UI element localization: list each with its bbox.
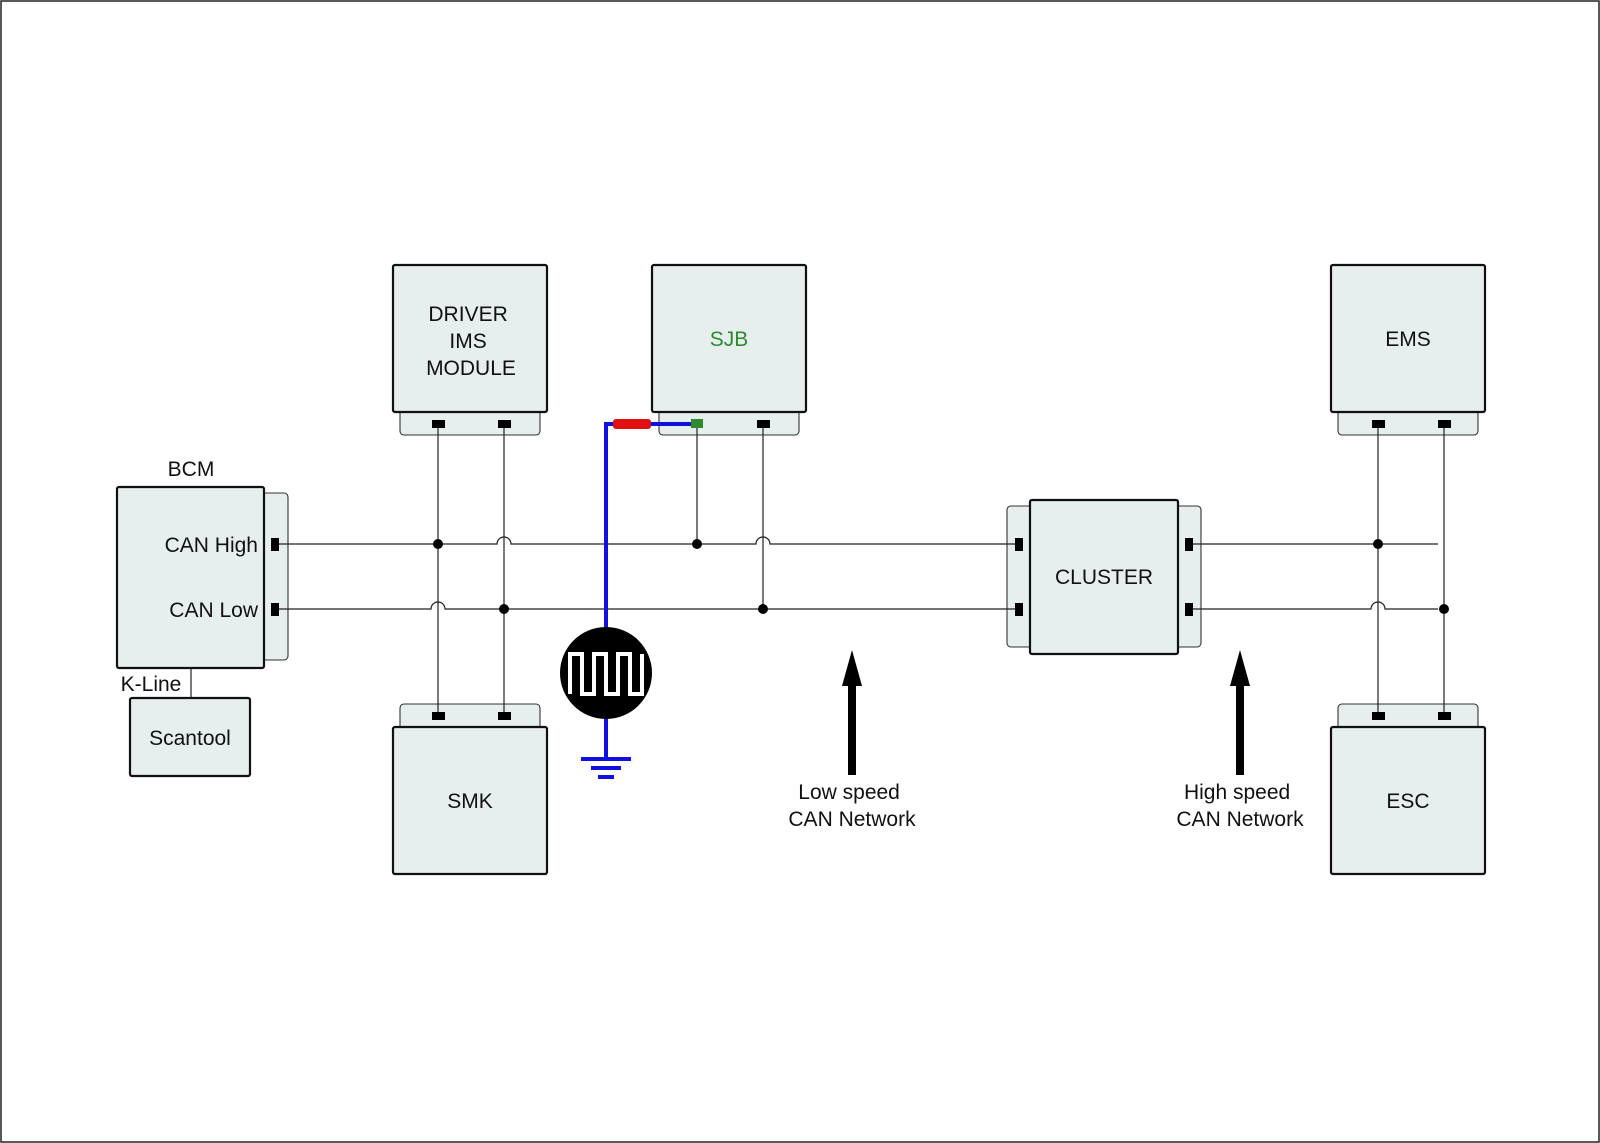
driver-ims-module: [391, 263, 549, 414]
junction-dot: [1439, 604, 1449, 614]
low-speed-line: CAN Network: [788, 808, 916, 831]
high-speed-line: High speed: [1184, 781, 1290, 804]
bcm-can-high-label: CAN High: [165, 534, 258, 557]
connector-pin: [432, 712, 445, 720]
bcm-can-low-label: CAN Low: [169, 599, 259, 622]
can-high-wire-left: [276, 536, 1020, 545]
scope-probe: [560, 419, 703, 779]
smk-label: SMK: [447, 790, 493, 813]
connector-pin: [432, 420, 445, 428]
connector-pin: [1438, 420, 1451, 428]
junction-dot: [499, 604, 509, 614]
square-wave-icon: [560, 627, 652, 719]
sjb-module: [650, 263, 808, 414]
connector-pin: [1185, 603, 1193, 616]
connector-pin: [1185, 538, 1193, 551]
low-speed-arrow: [842, 650, 862, 775]
bcm-can-low-pin: [271, 603, 279, 616]
bcm-can-high-pin: [271, 538, 279, 551]
k-line-label: K-Line: [121, 673, 182, 696]
high-speed-label: High speed CAN Network: [1176, 781, 1304, 831]
connector-pin: [1015, 603, 1023, 616]
probe-tip-green: [691, 419, 703, 428]
bcm-connector: [261, 492, 289, 661]
ground-symbol-icon: [581, 757, 631, 779]
driver-ims-label: DRIVER IMS MODULE: [426, 303, 516, 380]
junction-dot: [1373, 539, 1383, 549]
low-speed-line: Low speed: [798, 781, 900, 804]
connector-pin: [1438, 712, 1451, 720]
scantool-module: [128, 696, 252, 778]
connector-pin: [1372, 420, 1385, 428]
ems-label: EMS: [1385, 328, 1431, 351]
connector-pin: [498, 420, 511, 428]
ems-module: [1329, 263, 1487, 414]
cluster-module: [1028, 498, 1180, 656]
driver-ims-line: IMS: [449, 330, 486, 353]
cluster-label: CLUSTER: [1055, 566, 1153, 589]
connector-pin: [1015, 538, 1023, 551]
low-speed-label: Low speed CAN Network: [788, 781, 916, 831]
connector-pin: [1372, 712, 1385, 720]
sjb-label: SJB: [710, 328, 749, 351]
probe-tip-red: [613, 419, 651, 429]
scantool-label: Scantool: [149, 727, 231, 750]
junction-dot: [758, 604, 768, 614]
connector-pin: [757, 420, 770, 428]
junction-dot: [433, 539, 443, 549]
esc-module: [1329, 725, 1487, 876]
bcm-title: BCM: [168, 458, 215, 481]
smk-module: [391, 725, 549, 876]
esc-label: ESC: [1386, 790, 1429, 813]
high-speed-line: CAN Network: [1176, 808, 1304, 831]
connector-pin: [498, 712, 511, 720]
driver-ims-line: MODULE: [426, 357, 516, 380]
bcm-module: [115, 485, 266, 670]
driver-ims-line: DRIVER: [428, 303, 507, 326]
probe-lead: [604, 422, 700, 629]
high-speed-arrow: [1230, 650, 1250, 775]
junction-dot: [692, 539, 702, 549]
